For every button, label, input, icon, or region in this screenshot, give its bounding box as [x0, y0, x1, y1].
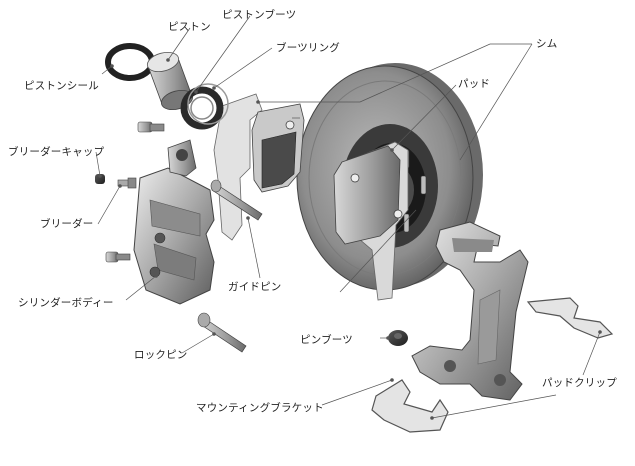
label-lock-pin: ロックピン — [134, 349, 188, 361]
leader-lines — [95, 15, 601, 419]
mounting-bracket — [411, 221, 529, 401]
guide-pin — [210, 179, 263, 221]
caliper-bolt — [137, 121, 165, 133]
label-boot-ring: ブーツリング — [276, 42, 340, 54]
label-piston: ピストン — [168, 21, 211, 33]
label-pad-clip: パッドクリップ — [542, 377, 617, 389]
boot-ring — [187, 83, 229, 125]
label-shim: シム — [536, 38, 558, 50]
piston-seal — [105, 43, 155, 81]
side-bolt — [105, 251, 131, 263]
bleeder-cap — [95, 174, 105, 184]
label-mounting-bracket: マウンティングブラケット — [196, 402, 324, 414]
label-guide-pin: ガイドピン — [228, 281, 282, 293]
label-cylinder-body: シリンダーボディー — [18, 297, 114, 309]
cylinder-body — [133, 139, 215, 305]
bleeder — [117, 177, 137, 189]
pin-boot — [388, 330, 408, 346]
label-pin-boot: ピンブーツ — [300, 334, 353, 346]
label-piston-seal: ピストンシール — [24, 80, 99, 92]
pad-clip-lower — [371, 379, 449, 433]
piston-boot — [180, 86, 224, 130]
lock-pin — [197, 312, 247, 353]
leader-dots — [98, 58, 602, 420]
label-pad: パッド — [458, 78, 491, 90]
label-bleeder-cap: ブリーダーキャップ — [8, 146, 105, 158]
pad-clip-upper — [526, 297, 614, 339]
label-bleeder: ブリーダー — [40, 218, 94, 230]
label-piston-boot: ピストンブーツ — [222, 9, 297, 21]
